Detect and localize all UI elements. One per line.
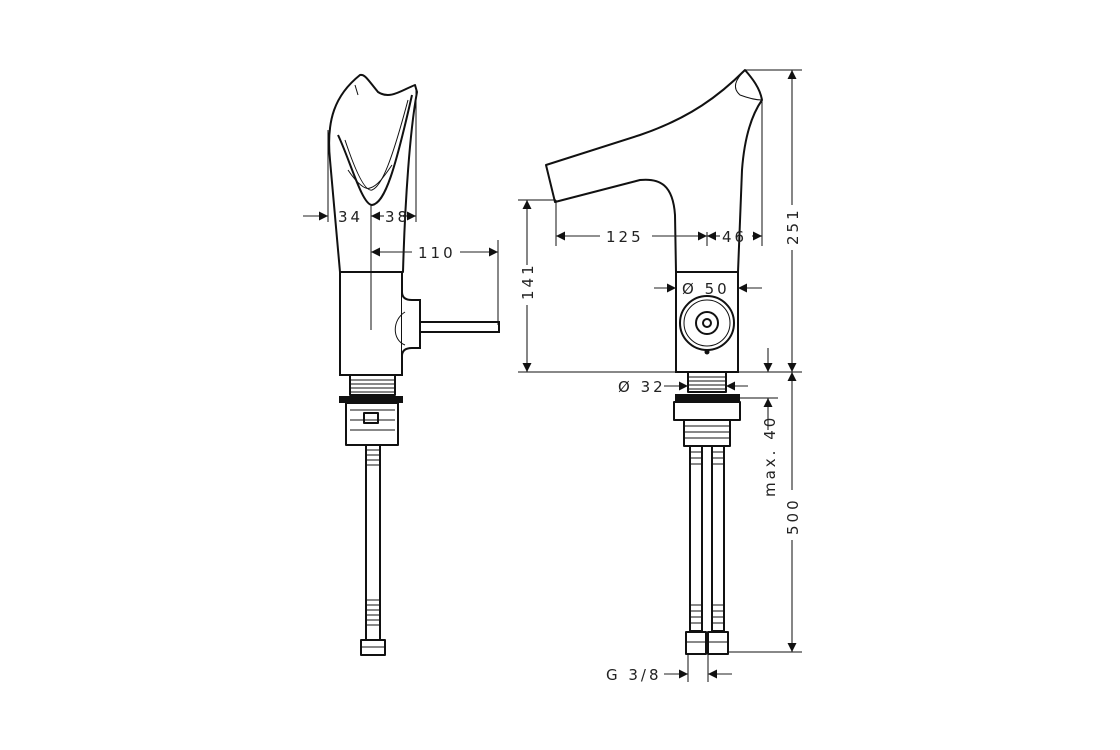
dim-shank-diameter: Ø 32 <box>618 378 666 396</box>
front-handle <box>401 291 421 357</box>
front-view: 34 38 110 <box>303 73 500 656</box>
side-hose-2 <box>711 445 725 632</box>
side-handle-marker <box>704 349 710 355</box>
dim-spout-tip: 46 <box>722 228 747 246</box>
dim-connection-thread: G 3/8 <box>606 666 662 684</box>
side-handle-hub <box>695 311 719 335</box>
front-thread <box>349 374 396 396</box>
front-thread-lines <box>350 379 395 393</box>
dim-lever-reach: 110 <box>418 244 456 262</box>
side-mount-thread <box>683 419 731 447</box>
side-hose-crimps <box>690 451 724 624</box>
dim-total-height: 251 <box>784 207 802 245</box>
front-spout-contour <box>354 84 359 96</box>
side-hose-nut-1 <box>685 631 707 655</box>
dim-width-left: 34 <box>338 208 363 226</box>
front-spout-contour <box>347 164 393 189</box>
front-cartridge-lines <box>350 409 395 431</box>
dim-spout-reach: 125 <box>606 228 644 246</box>
front-hose-crimps <box>366 449 380 626</box>
side-spout-outline <box>545 69 763 273</box>
front-spout-contour <box>344 99 409 191</box>
side-mount-block <box>673 401 741 421</box>
side-view: 141 125 46 251 Ø 50 Ø 32 max. 40 500 G 3… <box>518 69 802 684</box>
side-thread-lines <box>688 376 726 390</box>
front-spout-opening <box>337 94 413 206</box>
dim-width-right: 38 <box>385 208 410 226</box>
side-extension-lines <box>518 69 802 682</box>
front-hose <box>365 444 381 641</box>
side-hose-1 <box>689 445 703 632</box>
side-handle-ring-inner <box>683 299 731 347</box>
side-hose-nut-2 <box>707 631 729 655</box>
side-body <box>675 271 739 373</box>
dim-hose-length: 500 <box>784 497 802 535</box>
side-nut-plate <box>675 394 740 402</box>
dim-body-diameter: Ø 50 <box>682 280 730 298</box>
front-spout-outline <box>328 73 418 273</box>
front-lever <box>419 321 500 333</box>
side-handle-center <box>702 318 712 328</box>
side-spout-tip-contour <box>734 69 763 101</box>
dim-max-counter-thickness: max. 40 <box>761 415 779 497</box>
dim-spout-height: 141 <box>519 262 537 300</box>
front-nut-plate <box>339 396 403 403</box>
front-cartridge-clip <box>363 412 379 424</box>
front-extension-lines <box>327 90 417 330</box>
side-mount-thread-lines <box>684 425 730 439</box>
front-handle-contour <box>394 311 406 346</box>
